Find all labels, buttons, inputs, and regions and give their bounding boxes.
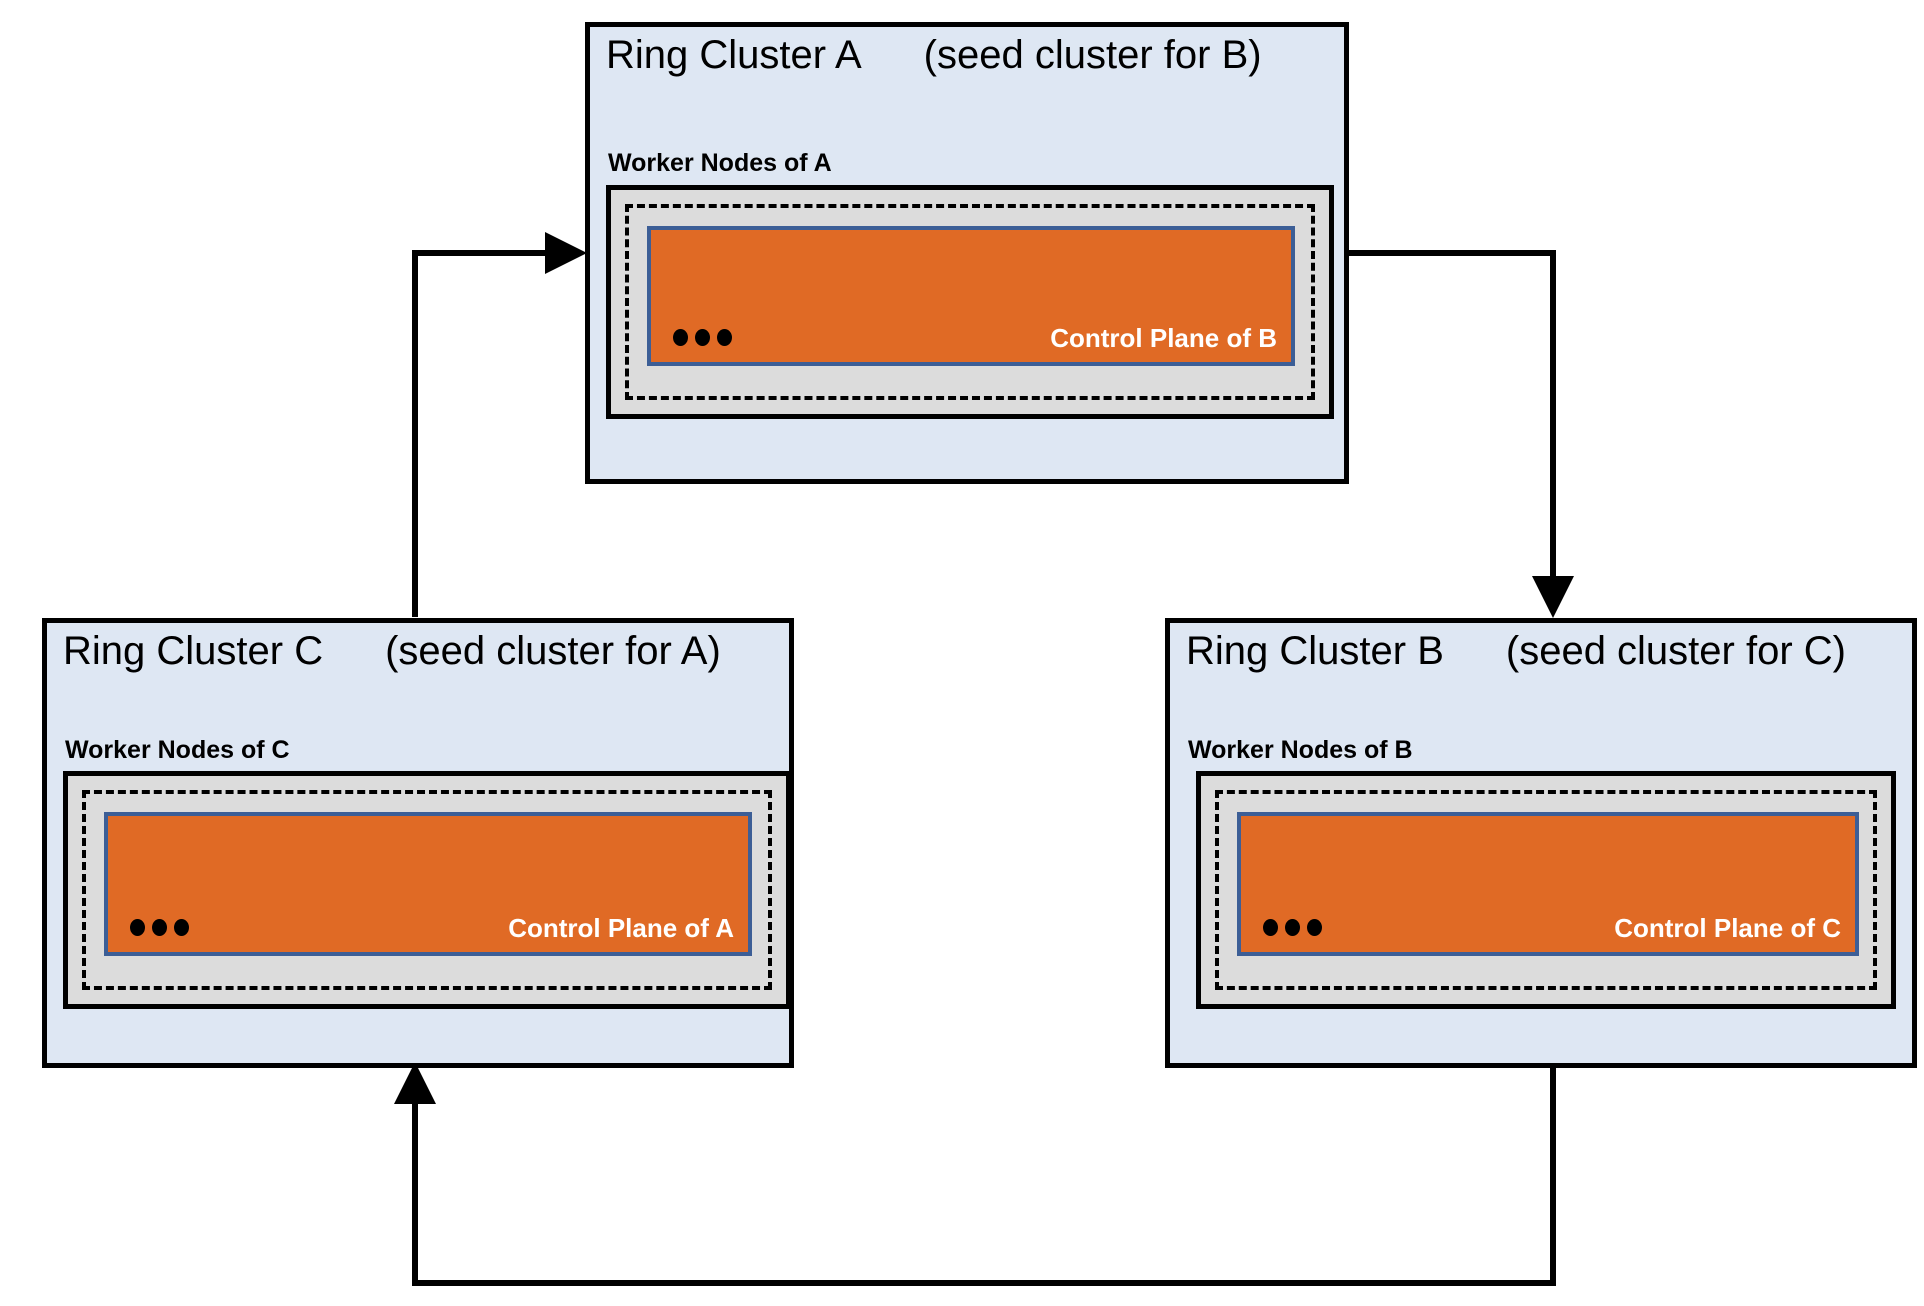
arrow-c-to-a — [412, 232, 587, 617]
cluster-a-workers-dashed-border — [625, 204, 1315, 400]
arrow-b-to-c — [394, 1062, 1556, 1286]
cluster-a-title: Ring Cluster A (seed cluster for B) — [606, 33, 1262, 78]
cluster-c-ellipsis-dots — [130, 919, 189, 936]
cluster-a-ellipsis-dots — [673, 329, 732, 346]
cluster-b-ellipsis-dots — [1263, 919, 1322, 936]
cluster-b-workers-dashed-border — [1215, 790, 1877, 990]
cluster-a-name: Ring Cluster A — [606, 33, 862, 77]
cluster-a[interactable]: Ring Cluster A (seed cluster for B) Worke… — [585, 22, 1349, 484]
cluster-a-control-plane-label: Control Plane of B — [1050, 323, 1277, 353]
cluster-b[interactable]: Ring Cluster B (seed cluster for C) Worke… — [1165, 618, 1917, 1068]
cluster-c-seed-note: (seed cluster for A) — [385, 629, 721, 673]
cluster-c-name: Ring Cluster C — [63, 629, 324, 673]
cluster-a-workers-label: Worker Nodes of A — [608, 149, 832, 177]
cluster-c-title: Ring Cluster C (seed cluster for A) — [63, 629, 721, 674]
arrow-a-to-b — [1349, 250, 1574, 618]
cluster-c[interactable]: Ring Cluster C (seed cluster for A) Worke… — [42, 618, 794, 1068]
cluster-c-workers-box: Control Plane of A — [63, 771, 791, 1009]
cluster-a-seed-note: (seed cluster for B) — [923, 33, 1262, 77]
cluster-c-workers-label: Worker Nodes of C — [65, 736, 290, 764]
cluster-b-control-plane[interactable]: Control Plane of C — [1237, 812, 1859, 956]
cluster-b-title: Ring Cluster B (seed cluster for C) — [1186, 629, 1846, 674]
cluster-b-name: Ring Cluster B — [1186, 629, 1444, 673]
cluster-a-control-plane[interactable]: Control Plane of B — [647, 226, 1295, 366]
cluster-b-workers-box: Control Plane of C — [1196, 771, 1896, 1009]
cluster-a-workers-box: Control Plane of B — [606, 185, 1334, 419]
cluster-b-workers-label: Worker Nodes of B — [1188, 736, 1413, 764]
cluster-b-seed-note: (seed cluster for C) — [1505, 629, 1846, 673]
cluster-c-control-plane[interactable]: Control Plane of A — [104, 812, 752, 956]
cluster-c-control-plane-label: Control Plane of A — [508, 913, 734, 943]
cluster-b-control-plane-label: Control Plane of C — [1614, 913, 1841, 943]
cluster-c-workers-dashed-border — [82, 790, 772, 990]
